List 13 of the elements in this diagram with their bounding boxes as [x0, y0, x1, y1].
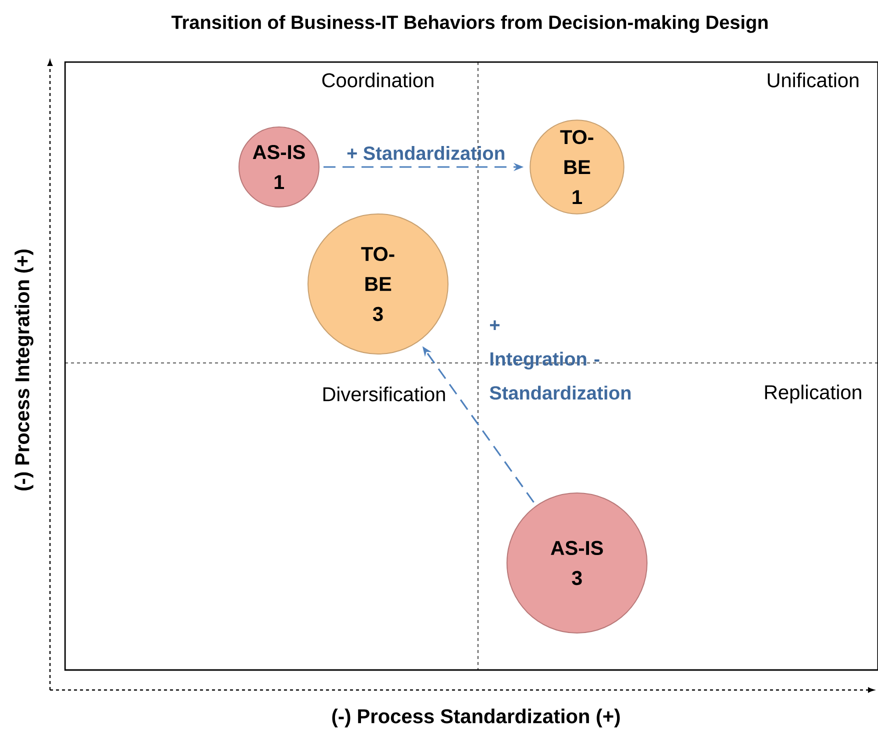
bubble: AS-IS 1: [238, 126, 320, 208]
quadrant-label: Unification: [768, 72, 858, 88]
edge-label: + Integration - Standardization: [490, 320, 631, 400]
quadrant-label: Diversification: [323, 386, 445, 402]
quadrant-label: Replication: [765, 384, 862, 404]
edge-label: + Standardization: [347, 146, 504, 160]
title: Transition of Business-IT Behaviors from Decision-making Design: [171, 15, 768, 33]
bubble: TO-BE 1: [530, 120, 624, 214]
quadrant-label: Coordination: [322, 72, 434, 88]
bubble: TO-BE 3: [308, 214, 448, 354]
bubble: AS-IS 3: [506, 492, 648, 634]
axis-label: (-) Process Integration (+): [14, 250, 34, 490]
axis-label: (-) Process Standardization (+): [332, 708, 620, 728]
